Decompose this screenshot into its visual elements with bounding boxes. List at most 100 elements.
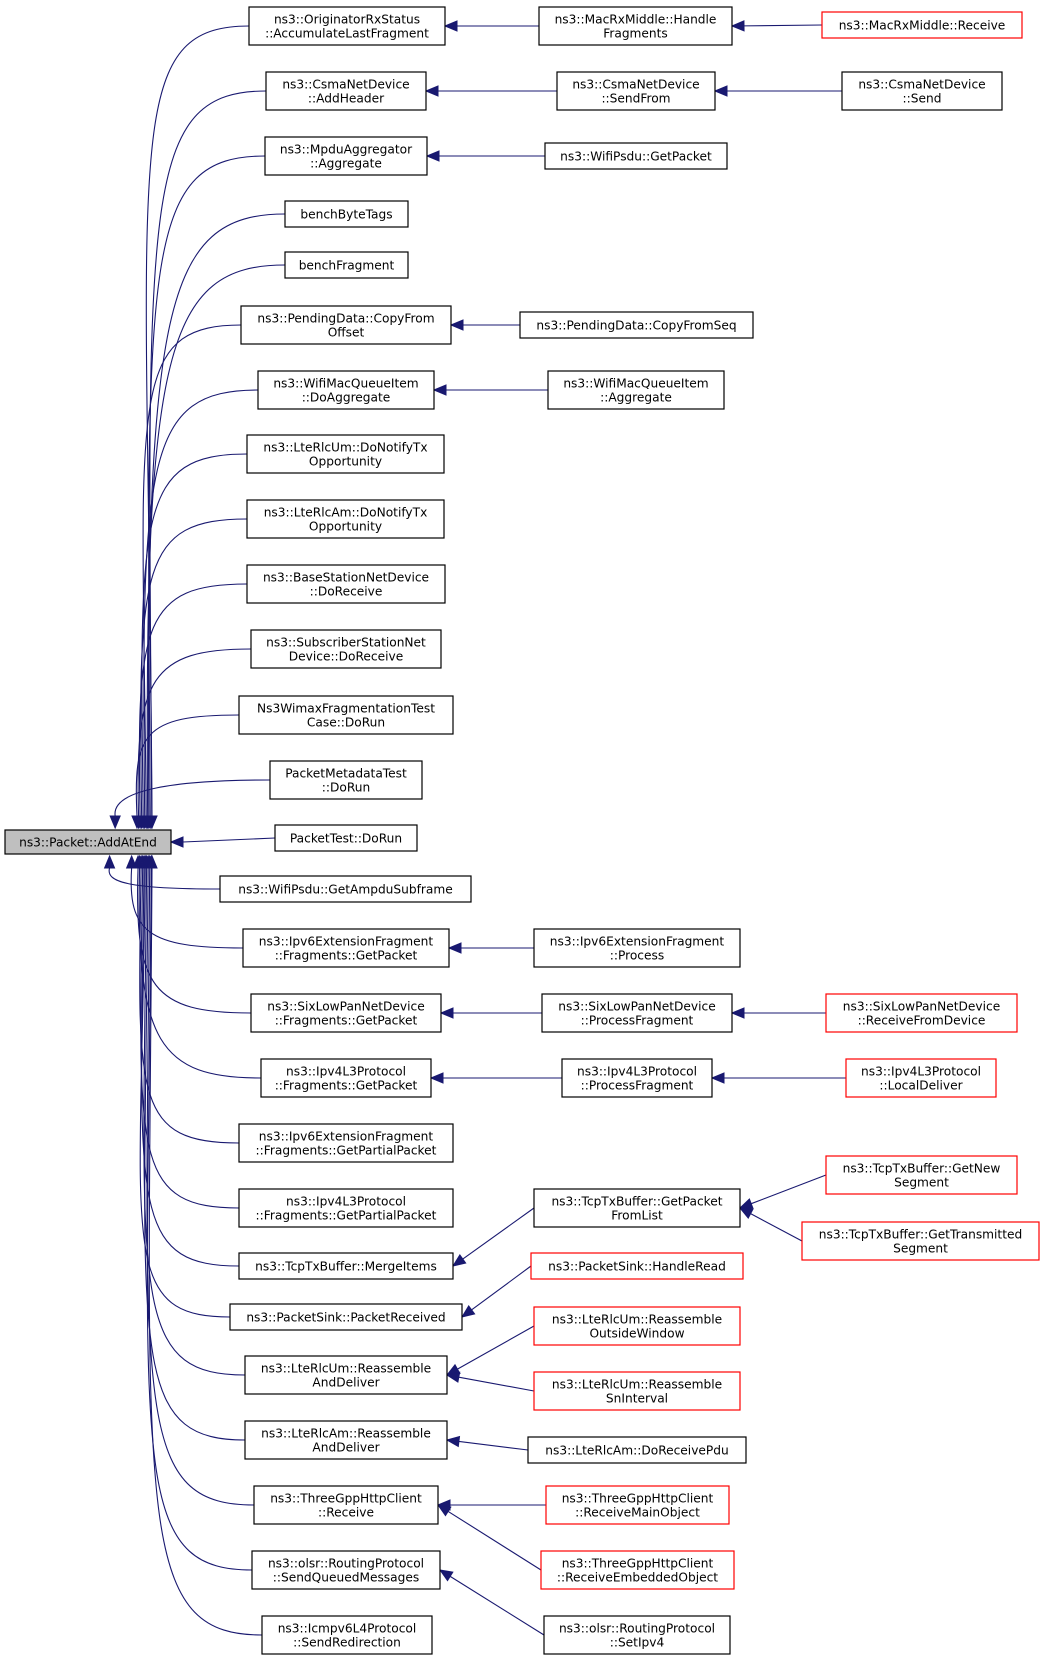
function-node[interactable]: ns3::Ipv4L3Protocol::ProcessFragment: [561, 1058, 713, 1098]
function-node[interactable]: ns3::Ipv6ExtensionFragment::Fragments::G…: [242, 928, 450, 968]
function-node[interactable]: ns3::WifiPsdu::GetAmpduSubframe: [219, 875, 472, 903]
function-node[interactable]: ns3::WifiPsdu::GetPacket: [544, 142, 728, 170]
function-node[interactable]: ns3::SubscriberStationNetDevice::DoRecei…: [250, 629, 442, 669]
node-label: ::Fragments::GetPartialPacket: [256, 1208, 437, 1222]
function-node[interactable]: ns3::ThreeGppHttpClient::Receive: [253, 1485, 439, 1525]
node-label: ::ReceiveFromDevice: [858, 1013, 986, 1027]
node-box: [284, 200, 409, 228]
function-node[interactable]: ns3::PacketSink::PacketReceived: [229, 1303, 463, 1331]
node-label: ns3::Ipv4L3Protocol: [861, 1064, 981, 1078]
function-node[interactable]: ns3::SixLowPanNetDevice::ProcessFragment: [541, 993, 733, 1033]
function-node[interactable]: ns3::PacketSink::HandleRead: [530, 1252, 744, 1280]
node-box: [269, 760, 423, 800]
node-label: ns3::CsmaNetDevice: [572, 77, 699, 91]
function-node[interactable]: ns3::Ipv4L3Protocol::Fragments::GetPacke…: [260, 1058, 432, 1098]
node-label: OutsideWindow: [589, 1326, 684, 1340]
call-edge: [146, 854, 263, 1636]
function-node[interactable]: ns3::TcpTxBuffer::MergeItems: [238, 1252, 454, 1280]
edge-line: [140, 867, 240, 1209]
node-box: [242, 928, 450, 968]
node-label: PacketTest::DoRun: [290, 831, 402, 845]
function-node[interactable]: ns3::Ipv6ExtensionFragment::Process: [533, 928, 741, 968]
node-box: [253, 1485, 439, 1525]
call-edge: [443, 20, 539, 32]
node-label: ::DoAggregate: [302, 390, 391, 404]
node-box: [541, 993, 733, 1033]
function-node[interactable]: benchByteTags: [284, 200, 409, 228]
function-node[interactable]: ns3::MacRxMiddle::Receive: [821, 11, 1023, 39]
function-node[interactable]: ns3::SixLowPanNetDevice::ReceiveFromDevi…: [825, 993, 1018, 1033]
node-label: ns3::Packet::AddAtEnd: [19, 835, 157, 849]
node-label: AndDeliver: [312, 1440, 380, 1454]
node-label: Fragments: [603, 26, 668, 40]
function-node[interactable]: ns3::ThreeGppHttpClient::ReceiveMainObje…: [545, 1485, 730, 1525]
function-node[interactable]: ns3::OriginatorRxStatus::AccumulateLastF…: [248, 6, 446, 46]
call-edge: [135, 518, 248, 830]
function-node[interactable]: benchFragment: [284, 251, 409, 279]
function-node[interactable]: ns3::WifiMacQueueItem::DoAggregate: [257, 370, 435, 410]
edge-line: [458, 1376, 535, 1392]
node-box: [519, 311, 754, 339]
node-box: [538, 6, 733, 46]
function-node[interactable]: ns3::CsmaNetDevice::AddHeader: [265, 71, 427, 111]
node-label: ns3::SixLowPanNetDevice: [267, 999, 424, 1013]
node-box: [250, 993, 442, 1033]
edge-line: [142, 324, 242, 817]
arrowhead-icon: [730, 20, 745, 32]
node-box: [238, 695, 454, 735]
edge-line: [458, 1440, 529, 1451]
call-edge: [140, 324, 242, 830]
function-node[interactable]: ns3::olsr::RoutingProtocol::SendQueuedMe…: [251, 1550, 441, 1590]
node-label: ns3::ThreeGppHttpClient: [270, 1491, 422, 1505]
edge-line: [449, 1575, 545, 1636]
function-node[interactable]: ns3::ThreeGppHttpClient::ReceiveEmbedded…: [540, 1550, 735, 1590]
node-label: ns3::MpduAggregator: [280, 142, 413, 156]
edge-line: [108, 867, 221, 890]
function-node[interactable]: ns3::CsmaNetDevice::Send: [841, 71, 1003, 111]
node-label: ns3::olsr::RoutingProtocol: [268, 1556, 424, 1570]
node-box: [4, 829, 172, 855]
function-node[interactable]: ns3::WifiMacQueueItem::Aggregate: [547, 370, 725, 410]
node-box: [845, 1058, 997, 1098]
node-label: ns3::LteRlcUm::DoNotifyTx: [263, 440, 427, 454]
edges-layer: [103, 20, 846, 1636]
arrowhead-icon: [713, 85, 728, 97]
node-label: ::Aggregate: [600, 390, 672, 404]
function-node[interactable]: ns3::MpduAggregator::Aggregate: [264, 136, 428, 176]
function-node[interactable]: ns3::olsr::RoutingProtocol::SetIpv4: [543, 1615, 731, 1655]
arrowhead-icon: [738, 1207, 754, 1219]
function-node[interactable]: ns3::SixLowPanNetDevice::Fragments::GetP…: [250, 993, 442, 1033]
function-node[interactable]: ns3::Ipv4L3Protocol::LocalDeliver: [845, 1058, 997, 1098]
node-box: [825, 1155, 1018, 1195]
node-label: ::Fragments::GetPartialPacket: [256, 1143, 437, 1157]
call-edge: [730, 1007, 826, 1019]
function-node[interactable]: PacketTest::DoRun: [274, 824, 418, 852]
edge-line: [143, 867, 246, 1376]
function-node[interactable]: PacketMetadataTest::DoRun: [269, 760, 423, 800]
function-node[interactable]: ns3::PendingData::CopyFromSeq: [519, 311, 754, 339]
node-box: [533, 1188, 741, 1228]
node-box: [250, 629, 442, 669]
function-node[interactable]: ns3::CsmaNetDevice::SendFrom: [556, 71, 716, 111]
function-node[interactable]: ns3::BaseStationNetDevice::DoReceive: [246, 564, 446, 604]
function-node[interactable]: ns3::Icmpv6L4Protocol::SendRedirection: [261, 1615, 433, 1655]
function-node[interactable]: ns3::LteRlcAm::DoReceivePdu: [527, 1436, 747, 1464]
node-label: ns3::CsmaNetDevice: [858, 77, 985, 91]
function-node[interactable]: ns3::Ipv6ExtensionFragment::Fragments::G…: [238, 1123, 454, 1163]
function-node[interactable]: ns3::Ipv4L3Protocol::Fragments::GetParti…: [238, 1188, 454, 1228]
call-edge: [445, 1435, 529, 1451]
arrowhead-icon: [432, 384, 447, 396]
node-label: Device::DoReceive: [289, 649, 403, 663]
